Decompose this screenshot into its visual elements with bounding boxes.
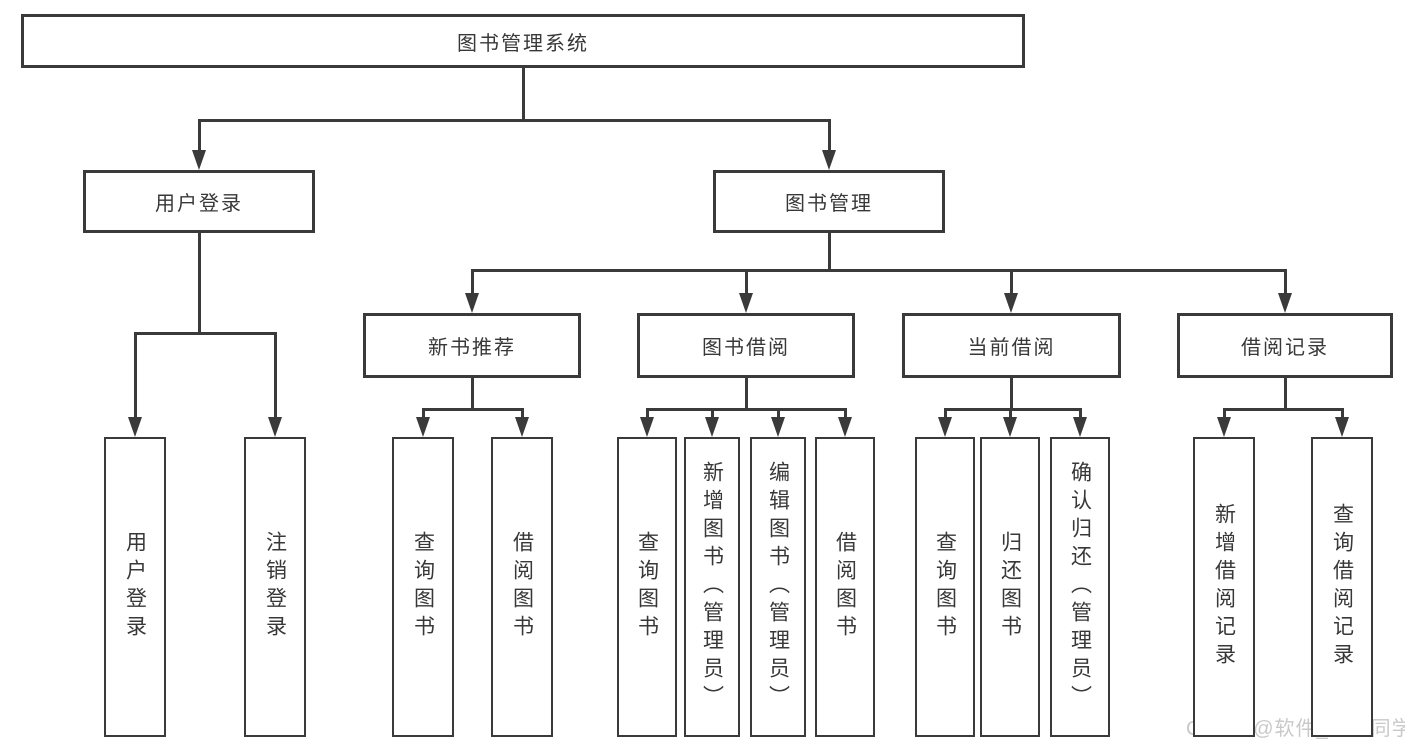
connector-bar-mgmt-children (470, 268, 1287, 272)
node-query-book-1: 查询图书 (392, 437, 454, 737)
arrowhead-down-icon (268, 417, 282, 437)
arrowhead-down-icon (739, 293, 753, 313)
node-label-borrow-book-1: 借阅图书 (510, 531, 534, 643)
node-label-query-book-1: 查询图书 (411, 531, 435, 643)
arrowhead-down-icon (838, 417, 852, 437)
connector-stem-root-to-level2 (521, 68, 525, 122)
node-label-return-book: 归还图书 (998, 531, 1022, 643)
arrowhead-down-icon (1004, 293, 1018, 313)
connector-drop-mgmt-children (470, 270, 474, 297)
arrowhead-down-icon (128, 417, 142, 437)
connector-stem-records-children (1283, 378, 1287, 411)
node-root: 图书管理系统 (21, 14, 1025, 68)
connector-drop-current-children (1078, 409, 1082, 421)
node-logout: 注销登录 (244, 437, 306, 737)
arrowhead-down-icon (705, 417, 719, 437)
node-user-login: 用户登录 (104, 437, 166, 737)
node-return-book: 归还图书 (980, 437, 1040, 737)
node-label-current-borrow: 当前借阅 (967, 337, 1056, 359)
connector-bar-newbook-children (421, 407, 524, 411)
arrowhead-down-icon (515, 417, 529, 437)
connector-drop-mgmt-children (744, 270, 748, 297)
connector-stem-borrow-children (744, 378, 748, 411)
node-label-query-borrow-record: 查询借阅记录 (1330, 503, 1354, 671)
arrowhead-down-icon (465, 293, 479, 313)
connector-drop-records-children (1340, 409, 1344, 421)
connector-bar-root-to-level2 (197, 118, 831, 122)
arrowhead-down-icon (416, 417, 430, 437)
node-label-query-book-2: 查询图书 (635, 531, 659, 643)
connector-drop-login-children (273, 333, 277, 421)
connector-drop-mgmt-children (1009, 270, 1013, 297)
connector-drop-root-to-level2 (827, 120, 831, 154)
connector-bar-records-children (1222, 407, 1344, 411)
arrowhead-down-icon (192, 150, 206, 170)
node-label-borrow-book-2: 借阅图书 (833, 531, 857, 643)
connector-bar-current-children (943, 407, 1082, 411)
connector-stem-mgmt-children (827, 233, 831, 272)
arrowhead-down-icon (1217, 417, 1231, 437)
arrowhead-down-icon (640, 417, 654, 437)
connector-drop-root-to-level2 (197, 120, 201, 154)
node-user-login-group: 用户登录 (83, 170, 315, 233)
node-label-user-login-group: 用户登录 (155, 193, 243, 215)
node-query-book-2: 查询图书 (617, 437, 677, 737)
node-label-logout: 注销登录 (263, 531, 287, 643)
connector-drop-current-children (943, 409, 947, 421)
arrowhead-down-icon (1073, 417, 1087, 437)
node-book-mgmt-group: 图书管理 (713, 170, 945, 233)
node-label-book-mgmt-group: 图书管理 (785, 193, 873, 215)
node-edit-book-admin: 编辑图书（管理员） (750, 437, 806, 737)
node-new-book-recommend: 新书推荐 (363, 313, 581, 378)
node-label-new-book-recommend: 新书推荐 (428, 337, 516, 359)
node-label-user-login: 用户登录 (123, 531, 147, 643)
node-borrow-book-2: 借阅图书 (815, 437, 875, 737)
node-label-book-borrow: 图书借阅 (702, 337, 790, 359)
connector-drop-borrow-children (645, 409, 649, 421)
arrowhead-down-icon (822, 150, 836, 170)
node-borrow-book-1: 借阅图书 (491, 437, 553, 737)
connector-stem-newbook-children (470, 378, 474, 411)
node-add-borrow-record: 新增借阅记录 (1193, 437, 1255, 737)
connector-drop-mgmt-children (1283, 270, 1287, 297)
connector-drop-current-children (1008, 409, 1012, 421)
arrowhead-down-icon (1003, 417, 1017, 437)
arrowhead-down-icon (938, 417, 952, 437)
connector-drop-login-children (133, 333, 137, 421)
node-add-book-admin: 新增图书（管理员） (684, 437, 740, 737)
node-label-add-borrow-record: 新增借阅记录 (1212, 503, 1236, 671)
connector-drop-newbook-children (421, 409, 425, 421)
node-label-add-book-admin: 新增图书（管理员） (700, 461, 724, 713)
node-confirm-return-admin: 确认归还（管理员） (1050, 437, 1110, 737)
connector-stem-current-children (1009, 378, 1013, 411)
connector-drop-records-children (1222, 409, 1226, 421)
arrowhead-down-icon (771, 417, 785, 437)
node-label-confirm-return-admin: 确认归还（管理员） (1068, 461, 1092, 713)
node-label-query-book-3: 查询图书 (933, 531, 957, 643)
node-current-borrow: 当前借阅 (902, 313, 1121, 378)
arrowhead-down-icon (1335, 417, 1349, 437)
connector-drop-borrow-children (843, 409, 847, 421)
connector-bar-login-children (133, 331, 277, 335)
node-label-root: 图书管理系统 (457, 32, 589, 55)
node-label-borrow-records: 借阅记录 (1241, 337, 1329, 359)
connector-bar-borrow-children (645, 407, 847, 411)
node-book-borrow: 图书借阅 (637, 313, 855, 378)
connector-drop-borrow-children (776, 409, 780, 421)
node-query-book-3: 查询图书 (915, 437, 975, 737)
connector-drop-newbook-children (520, 409, 524, 421)
arrowhead-down-icon (1278, 293, 1292, 313)
node-query-borrow-record: 查询借阅记录 (1311, 437, 1373, 737)
node-label-edit-book-admin: 编辑图书（管理员） (766, 461, 790, 713)
connector-stem-login-children (197, 233, 201, 335)
connector-drop-borrow-children (710, 409, 714, 421)
node-borrow-records: 借阅记录 (1177, 313, 1393, 378)
